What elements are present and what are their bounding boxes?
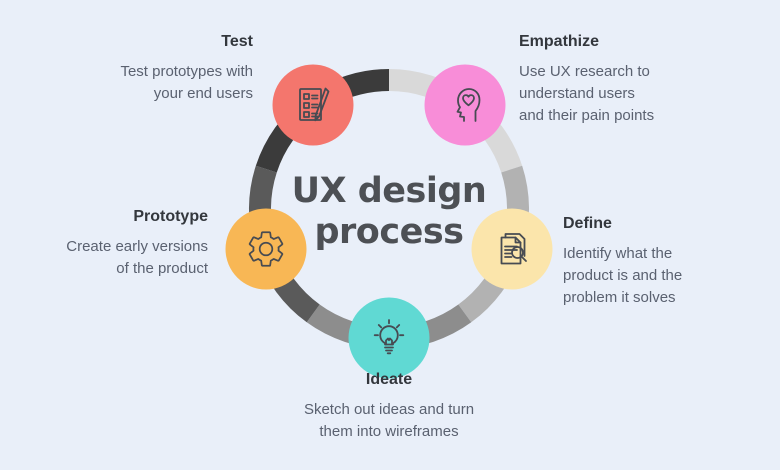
document-magnifier-icon <box>500 233 527 265</box>
node-define <box>471 208 553 290</box>
step-desc-empathize: Use UX research to understand users and … <box>519 63 655 124</box>
document-magnifier-strokes <box>500 233 527 265</box>
step-block-prototype: Prototype Create early versions of the p… <box>28 207 208 280</box>
step-desc-test: Test prototypes with your end users <box>120 63 253 102</box>
checklist-pen-strokes <box>299 87 330 122</box>
step-desc-define: Identify what the product is and the pro… <box>563 245 683 306</box>
step-desc-prototype: Create early versions of the product <box>66 238 208 277</box>
lightbulb-icon <box>373 319 405 355</box>
step-label-ideate: Ideate <box>365 371 413 388</box>
step-desc-ideate: Sketch out ideas and turn them into wire… <box>303 401 475 440</box>
step-block-ideate: Ideate Sketch out ideas and turn them in… <box>239 370 539 443</box>
step-label-empathize: Empathize <box>519 33 600 50</box>
step-label-prototype: Prototype <box>133 208 208 225</box>
step-block-test: Test Test prototypes with your end users <box>73 32 253 105</box>
checklist-pen-icon <box>299 87 330 122</box>
node-empathize <box>424 64 506 146</box>
step-label-test: Test <box>221 33 253 50</box>
node-prototype <box>225 208 307 290</box>
step-block-empathize: Empathize Use UX research to understand … <box>519 32 699 127</box>
gear-strokes <box>248 231 284 267</box>
head-heart-strokes <box>456 88 481 122</box>
head-heart-icon <box>456 88 481 122</box>
step-block-define: Define Identify what the product is and … <box>563 214 743 309</box>
lightbulb-strokes <box>373 319 405 355</box>
gear-icon <box>248 231 284 267</box>
diagram-title: UX design process <box>291 171 487 252</box>
node-ideate <box>348 297 430 379</box>
step-label-define: Define <box>563 215 612 232</box>
